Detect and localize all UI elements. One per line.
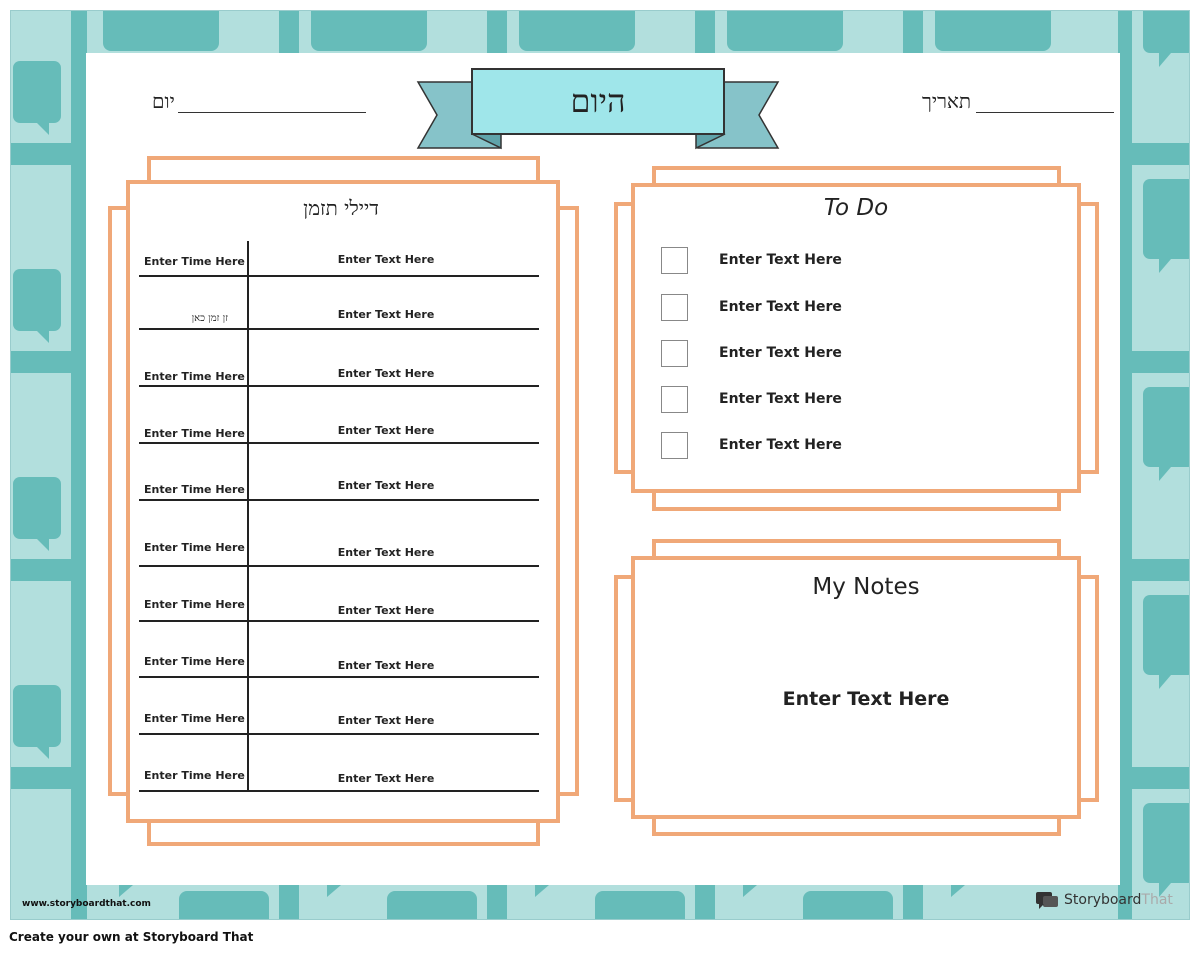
brand-storyboard: Storyboard <box>1064 892 1142 908</box>
schedule-title: דיילי תזמן <box>303 196 379 220</box>
schedule-row-line <box>139 733 539 735</box>
storyboard-logo-icon <box>1036 892 1058 909</box>
schedule-time-cell[interactable]: Enter Time Here <box>144 483 245 496</box>
schedule-row-line <box>139 385 539 387</box>
todo-title: To Do <box>823 195 889 221</box>
schedule-row-line <box>139 442 539 444</box>
schedule-time-cell[interactable]: Enter Time Here <box>144 712 245 725</box>
todo-item-text[interactable]: Enter Text Here <box>719 345 842 361</box>
todo-checkbox[interactable] <box>661 294 688 321</box>
schedule-text-cell[interactable]: Enter Text Here <box>337 772 435 785</box>
schedule-time-cell[interactable]: Enter Time Here <box>144 541 245 554</box>
schedule-time-cell[interactable]: זן זמן כאן <box>191 313 228 324</box>
schedule-text-cell[interactable]: Enter Text Here <box>337 714 435 727</box>
todo-item-text[interactable]: Enter Text Here <box>719 299 842 315</box>
banner-title: היום <box>570 82 626 120</box>
schedule-text-cell[interactable]: Enter Text Here <box>337 659 435 672</box>
todo-checkbox[interactable] <box>661 386 688 413</box>
schedule-row-line <box>139 275 539 277</box>
schedule-time-cell[interactable]: Enter Time Here <box>144 370 245 383</box>
notes-title: My Notes <box>812 574 920 600</box>
background-pattern <box>11 11 1189 919</box>
storyboardthat-logo: StoryboardThat <box>1035 890 1173 910</box>
schedule-row-line <box>139 499 539 501</box>
brand-that: That <box>1141 892 1173 908</box>
schedule-time-cell[interactable]: Enter Time Here <box>144 655 245 668</box>
day-field[interactable] <box>178 112 366 113</box>
schedule-row-line <box>139 565 539 567</box>
schedule-text-cell[interactable]: Enter Text Here <box>337 424 435 437</box>
todo-item-text[interactable]: Enter Text Here <box>719 252 842 268</box>
schedule-row-line <box>139 328 539 330</box>
schedule-text-cell[interactable]: Enter Text Here <box>337 253 435 266</box>
todo-checkbox[interactable] <box>661 340 688 367</box>
todo-item-text[interactable]: Enter Text Here <box>719 437 842 453</box>
banner-ribbon <box>416 68 780 150</box>
schedule-time-cell[interactable]: Enter Time Here <box>144 769 245 782</box>
todo-checkbox[interactable] <box>661 247 688 274</box>
schedule-time-cell[interactable]: Enter Time Here <box>144 427 245 440</box>
schedule-text-cell[interactable]: Enter Text Here <box>337 479 435 492</box>
footer-url: www.storyboardthat.com <box>22 899 151 909</box>
todo-item-text[interactable]: Enter Text Here <box>719 391 842 407</box>
schedule-row-line <box>139 676 539 678</box>
schedule-text-cell[interactable]: Enter Text Here <box>337 546 435 559</box>
todo-panel <box>631 183 1081 493</box>
notes-panel <box>631 556 1081 819</box>
date-field[interactable] <box>976 112 1114 113</box>
date-label: תאריך <box>922 89 972 113</box>
day-label: יום <box>152 89 175 113</box>
schedule-time-cell[interactable]: Enter Time Here <box>144 598 245 611</box>
schedule-row-line <box>139 620 539 622</box>
schedule-row-line <box>139 790 539 792</box>
schedule-divider <box>247 241 249 791</box>
todo-checkbox[interactable] <box>661 432 688 459</box>
schedule-text-cell[interactable]: Enter Text Here <box>337 604 435 617</box>
schedule-panel <box>126 180 560 823</box>
create-your-own-link[interactable]: Create your own at Storyboard That <box>9 930 254 944</box>
notes-text[interactable]: Enter Text Here <box>782 688 950 710</box>
schedule-text-cell[interactable]: Enter Text Here <box>337 367 435 380</box>
schedule-time-cell[interactable]: Enter Time Here <box>144 255 245 268</box>
schedule-text-cell[interactable]: Enter Text Here <box>337 308 435 321</box>
